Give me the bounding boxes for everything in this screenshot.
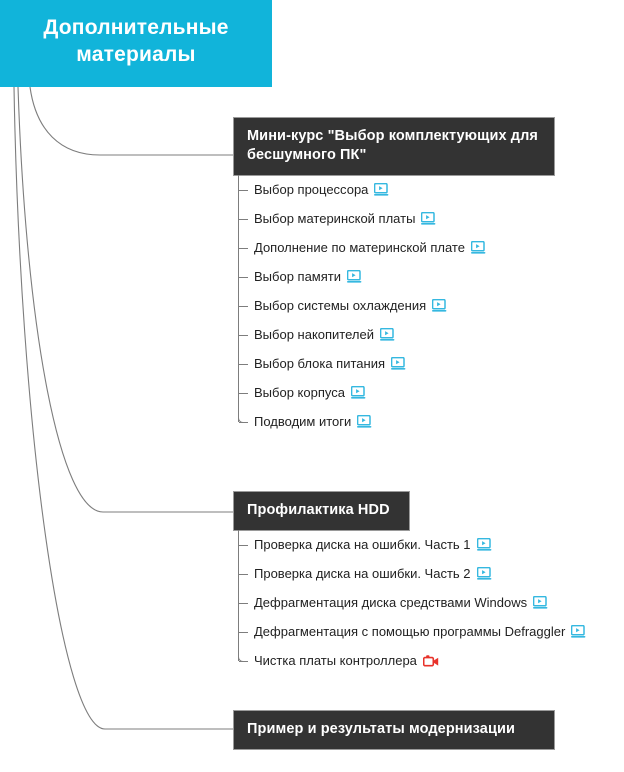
video-lesson-icon[interactable] (533, 596, 548, 609)
branch-hdd-maintenance: Профилактика HDD Проверка диска на ошибк… (234, 492, 586, 675)
video-lesson-icon[interactable] (470, 241, 486, 254)
leaf-item-label: Выбор системы охлаждения (254, 298, 427, 314)
video-lesson-icon[interactable] (476, 538, 492, 551)
branch-header-hdd-maintenance[interactable]: Профилактика HDD (234, 492, 409, 531)
connector-to-branch-2 (17, 86, 234, 513)
leaf-item[interactable]: Выбор блока питания (234, 349, 554, 378)
leaf-item-label: Подводим итоги (254, 414, 352, 430)
leaf-item-label: Проверка диска на ошибки. Часть 1 (254, 537, 471, 553)
leaf-item[interactable]: Проверка диска на ошибки. Часть 1 (234, 530, 491, 559)
video-lesson-icon[interactable] (374, 183, 389, 196)
leaf-item-label: Выбор корпуса (254, 385, 345, 401)
video-lesson-icon[interactable] (421, 212, 436, 225)
leaf-item[interactable]: Выбор материнской платы (234, 204, 554, 233)
video-lesson-icon[interactable] (350, 386, 366, 399)
leaf-item[interactable]: Проверка диска на ошибки. Часть 2 (234, 559, 491, 588)
branch-mini-course: Мини-курс "Выбор комплектующих для бесшу… (234, 118, 554, 436)
leaf-item-label: Выбор материнской платы (254, 211, 416, 227)
connector-to-branch-1 (29, 86, 234, 156)
branch-header-mini-course[interactable]: Мини-курс "Выбор комплектующих для бесшу… (234, 118, 554, 176)
video-lesson-icon[interactable] (391, 357, 406, 370)
root-node[interactable]: Дополнительные материалы (0, 0, 272, 87)
video-lesson-icon[interactable] (380, 328, 395, 341)
video-lesson-icon[interactable] (357, 415, 372, 428)
video-lesson-icon[interactable] (347, 270, 362, 283)
connector-to-branch-3 (13, 86, 234, 730)
video-lesson-icon[interactable] (476, 567, 492, 580)
leaf-item-label: Дефрагментация с помощью программы Defra… (254, 624, 566, 640)
video-camera-icon[interactable] (422, 654, 439, 667)
leaf-list-hdd-maintenance: Проверка диска на ошибки. Часть 1 Проверк… (234, 530, 586, 675)
leaf-item-label: Дополнение по материнской плате (254, 240, 465, 256)
video-lesson-icon[interactable] (432, 299, 447, 312)
leaf-item[interactable]: Дефрагментация диска средствами Windows (234, 588, 548, 617)
video-lesson-icon[interactable] (571, 625, 586, 638)
leaf-item-label: Чистка платы контроллера (254, 653, 417, 669)
branch-header-modernization-example[interactable]: Пример и результаты модернизации (234, 711, 554, 750)
leaf-item-label: Выбор памяти (254, 269, 341, 285)
leaf-item[interactable]: Выбор накопителей (234, 320, 554, 349)
leaf-item[interactable]: Дефрагментация с помощью программы Defra… (234, 617, 586, 646)
leaf-item[interactable]: Выбор процессора (234, 175, 554, 204)
leaf-item[interactable]: Выбор памяти (234, 262, 554, 291)
branch-modernization-example: Пример и результаты модернизации (234, 711, 554, 750)
leaf-item-label: Выбор накопителей (254, 327, 374, 343)
leaf-item-label: Дефрагментация диска средствами Windows (254, 595, 528, 611)
leaf-item[interactable]: Выбор системы охлаждения (234, 291, 554, 320)
leaf-item[interactable]: Чистка платы контроллера (234, 646, 439, 675)
leaf-item[interactable]: Выбор корпуса (234, 378, 554, 407)
leaf-item-label: Проверка диска на ошибки. Часть 2 (254, 566, 471, 582)
leaf-item[interactable]: Подводим итоги (234, 407, 554, 436)
root-node-label: Дополнительные материалы (43, 15, 229, 66)
leaf-item[interactable]: Дополнение по материнской плате (234, 233, 554, 262)
leaf-item-label: Выбор процессора (254, 182, 369, 198)
leaf-item-label: Выбор блока питания (254, 356, 385, 372)
